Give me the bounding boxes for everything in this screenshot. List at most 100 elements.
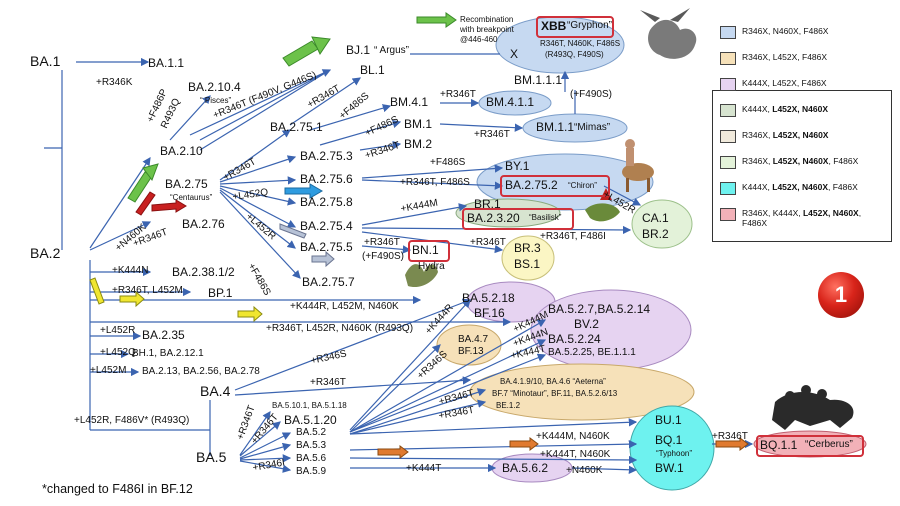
edge-label: +R346T [440, 89, 476, 100]
node-ba276: BA.2.76 [182, 217, 225, 231]
node-bm11: BM.1.1 [536, 120, 575, 134]
legend: R346X, N460X, F486X R346X, L452X, F486X … [712, 18, 892, 242]
footnote: *changed to F486I in BF.12 [42, 482, 193, 496]
aeterna-ellipse [469, 363, 695, 421]
node-ba2754: BA.2.75.4 [300, 219, 353, 233]
node-ba210: BA.2.10 [160, 144, 203, 158]
figure-number-badge: 1 [818, 272, 864, 318]
edge-label: +K444R, L452M, N460K [290, 301, 399, 312]
edge-line [239, 411, 271, 456]
edge-line [239, 432, 292, 459]
edge-line [219, 189, 296, 249]
edge-line [189, 69, 332, 136]
legend-swatch [720, 208, 736, 221]
yellow-arrow-3 [237, 305, 263, 323]
node-ba2: BA.2 [30, 245, 61, 261]
edge-line [89, 221, 152, 251]
node-bj1: BJ.1 [346, 43, 371, 57]
edge-label: +R346T [470, 237, 506, 248]
xbb-mutations-1: R346T, N460K, F486S [540, 39, 621, 48]
red-arrow-ba2103 [135, 191, 156, 216]
aeterna-line3: BE.1.2 [496, 401, 521, 410]
orange-arrow-2 [509, 437, 539, 451]
node-bq1: BQ.1 [655, 433, 683, 447]
edge-line [239, 454, 292, 463]
nickname-hydra: Hydra [418, 261, 445, 272]
node-ba2104: BA.2.10.4 [188, 80, 241, 94]
edge-line [219, 187, 297, 228]
edge-label: +R346T, F486I [540, 231, 606, 242]
nickname-centaurus: “Centaurus” [170, 193, 213, 202]
recombination-line3: @446-460 [460, 35, 498, 44]
edge-label: +R346T, L452R, N460K (R493Q) [266, 323, 414, 334]
edge-label: +R346T, F486S [400, 177, 470, 188]
edge-line [219, 176, 297, 185]
green-arrow-head [311, 36, 331, 56]
nickname-typhoon: “Typhoon” [656, 449, 693, 458]
edge-line [359, 140, 402, 151]
nickname-mimas: “Mimas” [574, 122, 611, 133]
bq11-ellipse [753, 430, 867, 458]
edge-line [361, 245, 412, 254]
node-br3: BR.3 [514, 241, 541, 255]
legend-swatch [720, 52, 736, 65]
edge-line [219, 185, 297, 206]
recombination-line2: with breakpoint [460, 25, 514, 34]
aeterna-line2: BF.7 “Minotaur”, BF.11, BA.5.2.6/13 [492, 389, 618, 398]
cerberus-image [772, 385, 854, 430]
centaur-image [622, 139, 654, 192]
legend-text: R346X, L452X, F486X [742, 52, 828, 62]
node-ba235: BA.2.35 [142, 328, 185, 342]
legend-swatch [720, 104, 736, 117]
cerberus-highlight-box [756, 435, 864, 457]
legend-swatch [720, 156, 736, 169]
node-bf16: BF.16 [474, 306, 505, 320]
edge-label: +R346T, L452M [112, 285, 183, 296]
edge-line [239, 460, 292, 473]
node-bm411: BM.4.1.1 [486, 95, 535, 109]
xbb-highlight-box [536, 16, 614, 38]
edge-line [169, 95, 211, 141]
node-ba2757: BA.2.75.7 [302, 275, 355, 289]
nickname-pisces: “ Pisces” [200, 96, 232, 105]
green-recomb-arrow [416, 12, 457, 28]
legend-text: R346X, L452X, N460X, F486X [742, 156, 859, 166]
edge-line [349, 399, 487, 435]
node-ba5224: BA.5.2.24 [548, 332, 601, 346]
node-ba275: BA.2.75 [165, 177, 208, 191]
node-ba5218: BA.5.2.18 [462, 291, 515, 305]
node-ba2756: BA.2.75.6 [300, 172, 353, 186]
node-bn1: BN.1 [412, 243, 439, 257]
node-ba2320: BA.2.3.20 [467, 211, 520, 225]
edge-label: +F486S [430, 157, 466, 168]
gryphon-image [640, 8, 697, 59]
legend-swatch [720, 78, 736, 91]
legend-swatch [720, 26, 736, 39]
node-ba59: BA.5.9 [296, 466, 327, 477]
br3-ellipse [501, 235, 555, 281]
node-ba2755: BA.2.75.5 [300, 240, 353, 254]
legend-text: R346X, N460X, F486X [742, 26, 829, 36]
edge-label: +R346T [712, 431, 748, 442]
node-ba52: BA.5.2 [296, 427, 327, 438]
edge-line [289, 77, 361, 126]
chiron-highlight-box [500, 175, 610, 197]
edge-label: +R346T [474, 129, 510, 140]
edge-line [199, 69, 331, 151]
xbb-mutations-2: (R493Q, F490S) [545, 50, 604, 59]
node-ba562: BA.5.6.2 [502, 461, 549, 475]
gray-arrow-2754 [279, 223, 307, 239]
edge-line [361, 179, 504, 190]
legend-swatch [720, 182, 736, 195]
node-bm111: BM.1.1.1 [514, 73, 563, 87]
edge-line [349, 388, 487, 435]
node-ba2753: BA.2.75.3 [300, 149, 353, 163]
red-arrow-ba275 [151, 199, 187, 213]
nickname-argus: “ Argus” [374, 45, 410, 56]
edge-label: +L452R, F486V* (R493Q) [74, 415, 190, 426]
node-ca1: CA.1 [642, 211, 669, 225]
edge-line [219, 129, 291, 181]
edge-line [361, 164, 504, 179]
edge-line [319, 119, 402, 146]
edge-line [349, 353, 547, 433]
